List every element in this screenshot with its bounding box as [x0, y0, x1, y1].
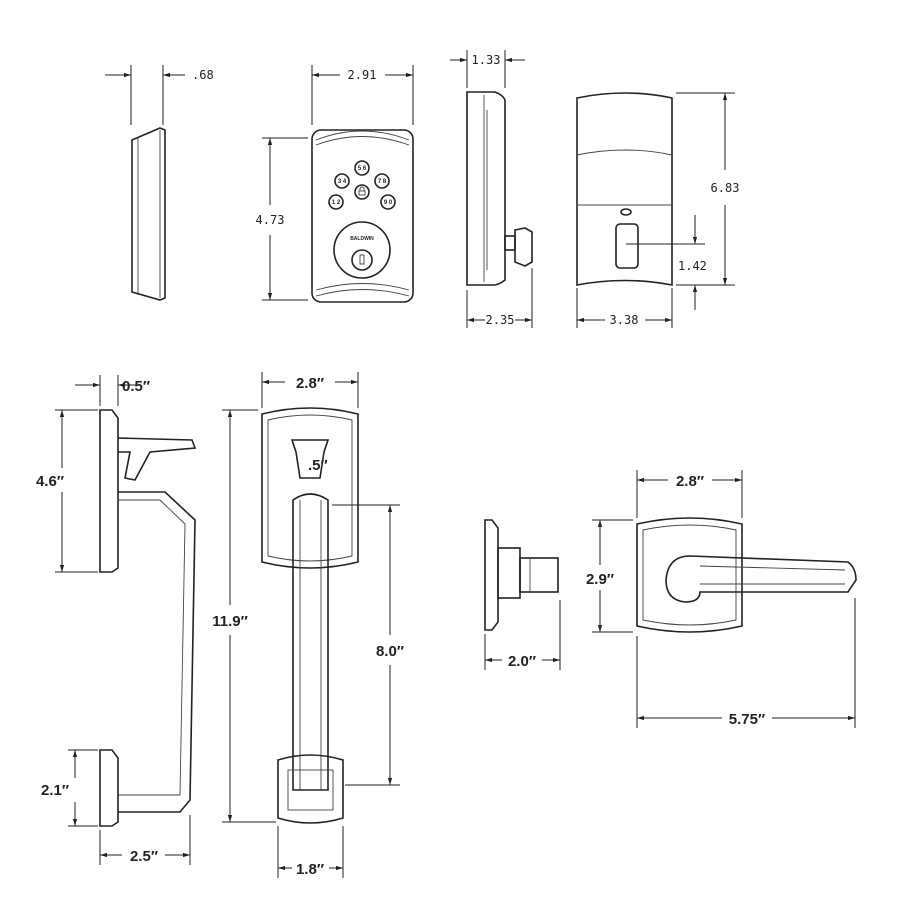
- dim-grip-length: 8.0″: [376, 643, 404, 660]
- svg-text:7 8: 7 8: [378, 179, 387, 185]
- deadbolt-keypad-front-view: 5 6 3 4 7 8 1 2 9 0 BALDWIN 2.91 4.73: [256, 65, 414, 303]
- dim-bottom-width: 1.8″: [296, 861, 324, 878]
- dim-rose-width: 2.8″: [676, 473, 704, 490]
- dim-exterior-depth: .68: [192, 68, 214, 82]
- deadbolt-ring: [333, 221, 391, 279]
- dim-bottom-plate-height: 2.1″: [41, 782, 69, 799]
- dim-front-height: 4.73: [256, 213, 285, 227]
- dim-thumb-width: .5″: [308, 457, 328, 474]
- dim-overall-height: 11.9″: [212, 613, 248, 630]
- key-cylinder-icon: [351, 249, 373, 271]
- lever-handle: [665, 555, 857, 603]
- dim-plate-width: 2.8″: [296, 375, 324, 392]
- handleset-front-view: .5″ 2.8″ 11.9″ 8.0″ 1.8″: [212, 372, 404, 878]
- thumb-turn-icon: [615, 223, 639, 269]
- deadbolt-exterior-side-view: .68: [105, 65, 214, 301]
- dim-top-plate-height: 4.6″: [36, 473, 64, 490]
- dim-lever-projection: 2.0″: [508, 653, 536, 670]
- svg-text:5 6: 5 6: [358, 166, 367, 172]
- dim-interior-width: 3.38: [610, 313, 639, 327]
- dim-plate-depth: 0.5″: [122, 378, 150, 395]
- keypad-button-3-4: 3 4: [334, 173, 350, 189]
- dim-turn-offset: 1.42: [678, 259, 707, 273]
- lock-button-icon: [354, 184, 370, 200]
- dim-interior-turn-depth: 2.35: [486, 313, 515, 327]
- dim-interior-height: 6.83: [711, 181, 740, 195]
- dim-interior-depth: 1.33: [472, 53, 501, 67]
- handleset-side-view: 0.5″ 4.6″ 2.1″ 2.5″: [36, 375, 197, 865]
- svg-text:9 0: 9 0: [384, 200, 393, 206]
- brand-logo: BALDWIN: [350, 236, 374, 242]
- deadbolt-interior-rear-view: 6.83 1.42 3.38: [576, 92, 740, 328]
- dim-projection: 2.5″: [130, 848, 158, 865]
- dim-front-width: 2.91: [348, 68, 377, 82]
- keypad-button-7-8: 7 8: [374, 173, 390, 189]
- deadbolt-interior-side-view: 1.33 2.35: [450, 50, 533, 328]
- keypad-button-5-6: 5 6: [354, 160, 370, 176]
- lever-front-view: 2.8″ 2.9″ 5.75″: [586, 470, 857, 728]
- dim-lever-length: 5.75″: [729, 711, 765, 728]
- dim-rose-height: 2.9″: [586, 571, 614, 588]
- thumb-piece: [290, 439, 330, 479]
- keypad-button-9-0: 9 0: [380, 194, 396, 210]
- svg-text:3 4: 3 4: [338, 179, 347, 185]
- svg-text:1 2: 1 2: [332, 200, 341, 206]
- lever-side-view: 2.0″: [484, 519, 561, 670]
- keypad-button-1-2: 1 2: [328, 194, 344, 210]
